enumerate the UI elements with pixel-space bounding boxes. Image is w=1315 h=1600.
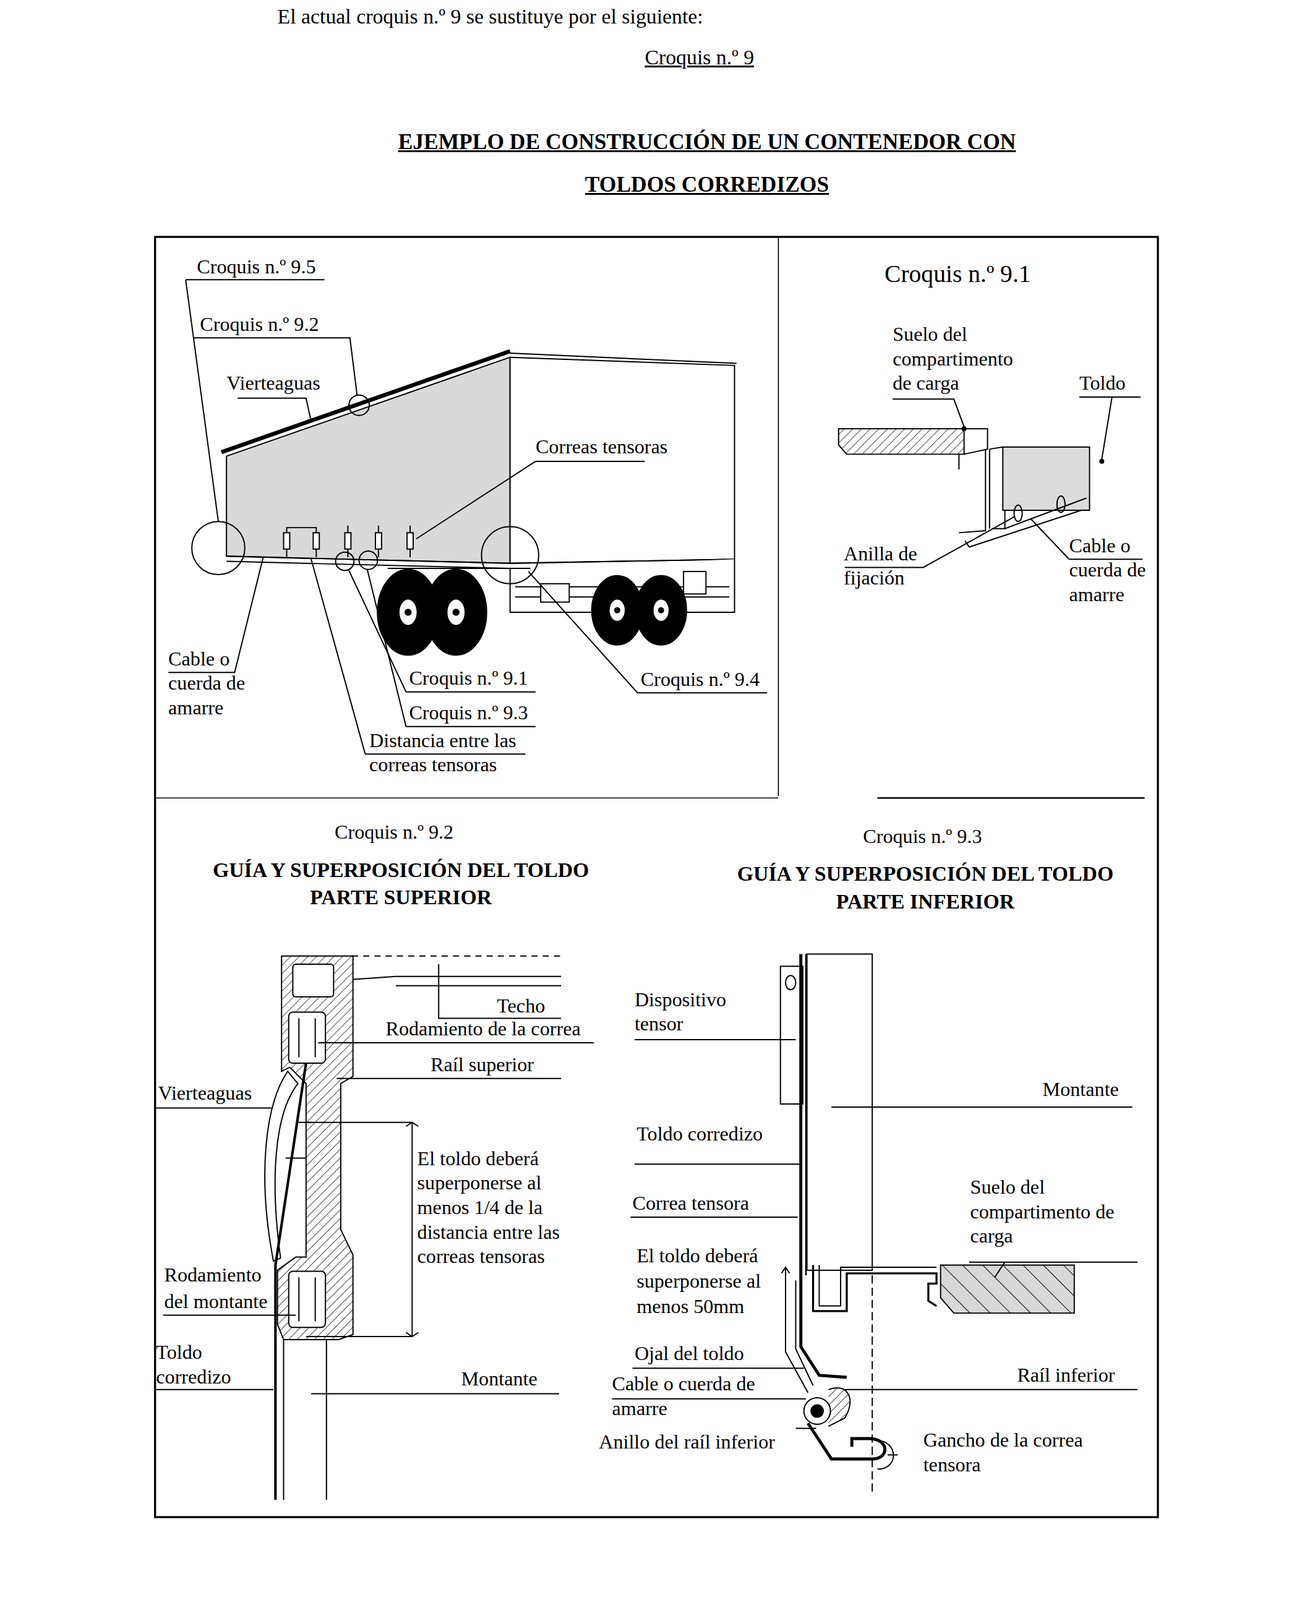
callout-label: Suelo del compartimento de carga	[970, 1175, 1130, 1249]
callout-label: Croquis n.º 9.2	[334, 820, 454, 845]
callout-label: Ojal del toldo	[634, 1341, 745, 1367]
callout-label: Cable o cuerda de amarre	[612, 1371, 771, 1421]
callout-label: Croquis n.º 9.3	[408, 700, 528, 726]
callout-label: Cable o cuerda de amarre	[1069, 533, 1164, 608]
callout-label: Correas tensoras	[535, 434, 668, 460]
callout-label: Montante	[461, 1366, 538, 1392]
callout-label: Gancho de la correa tensora	[923, 1428, 1100, 1478]
callout-label: Raíl superior	[430, 1052, 534, 1078]
callout-label: Croquis n.º 9.2	[199, 312, 319, 338]
callout-label: Anilla de fijación	[843, 541, 936, 591]
callout-label: Toldo	[1079, 371, 1126, 396]
callout-label: El toldo deberá superponerse al menos 50…	[636, 1243, 778, 1320]
section-heading: GUÍA Y SUPERPOSICIÓN DEL TOLDO PARTE SUP…	[199, 856, 603, 912]
page-title: EJEMPLO DE CONSTRUCCIÓN DE UN CONTENEDOR…	[390, 120, 1024, 207]
callout-label: Croquis n.º 9.3	[862, 824, 982, 850]
callout-label: Anillo del raíl inferior	[598, 1430, 776, 1455]
callout-label: Croquis n.º 9.1	[408, 666, 528, 691]
callout-label: Correa tensora	[632, 1191, 750, 1217]
section-heading: GUÍA Y SUPERPOSICIÓN DEL TOLDO PARTE INF…	[723, 860, 1127, 916]
callout-label: Dispositivo tensor	[634, 987, 737, 1037]
callout-label: Toldo corredizo	[155, 1340, 248, 1390]
callout-label: Toldo corredizo	[636, 1122, 763, 1147]
callout-label: Montante	[1042, 1077, 1119, 1103]
callout-label: Rodamiento de la correa	[385, 1016, 581, 1042]
callout-label: Vierteaguas	[158, 1081, 253, 1106]
intro-note: El actual croquis n.º 9 se sustituye por…	[277, 4, 704, 30]
callout-label: Rodamiento del montante	[164, 1261, 279, 1315]
callout-label: Vierteaguas	[226, 371, 321, 396]
callout-label: Croquis n.º 9.4	[640, 667, 760, 693]
callout-label: Croquis n.º 9.1	[884, 259, 1032, 290]
callout-label: El toldo deberá superponerse al menos 1/…	[417, 1146, 576, 1270]
callout-label: Croquis n.º 9	[644, 45, 754, 70]
callout-label: Distancia entre las correas tensoras	[369, 728, 538, 778]
callout-label: Raíl inferior	[1016, 1363, 1115, 1388]
callout-label: Techo	[496, 993, 545, 1019]
callout-label: Cable o cuerda de amarre	[168, 646, 263, 721]
callout-label: Croquis n.º 9.5	[196, 254, 316, 280]
callout-label: Suelo del compartimento de carga	[892, 322, 1028, 396]
